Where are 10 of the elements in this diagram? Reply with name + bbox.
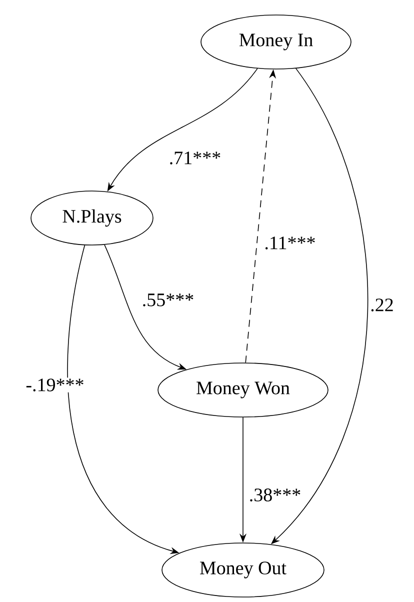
edge-label: .55*** (140, 292, 196, 308)
edge-label: -.19*** (24, 378, 86, 392)
edge-label: .11*** (263, 236, 317, 250)
ellipse-node: Money In (200, 14, 352, 70)
ellipse-node: Money Won (158, 362, 328, 418)
ellipse-node: Money Out (162, 542, 324, 598)
edge-label: .38*** (248, 488, 302, 502)
ellipse-node: N.Plays (30, 190, 154, 246)
edge-label: .22 (369, 298, 395, 312)
edge-label: .71*** (168, 150, 222, 166)
